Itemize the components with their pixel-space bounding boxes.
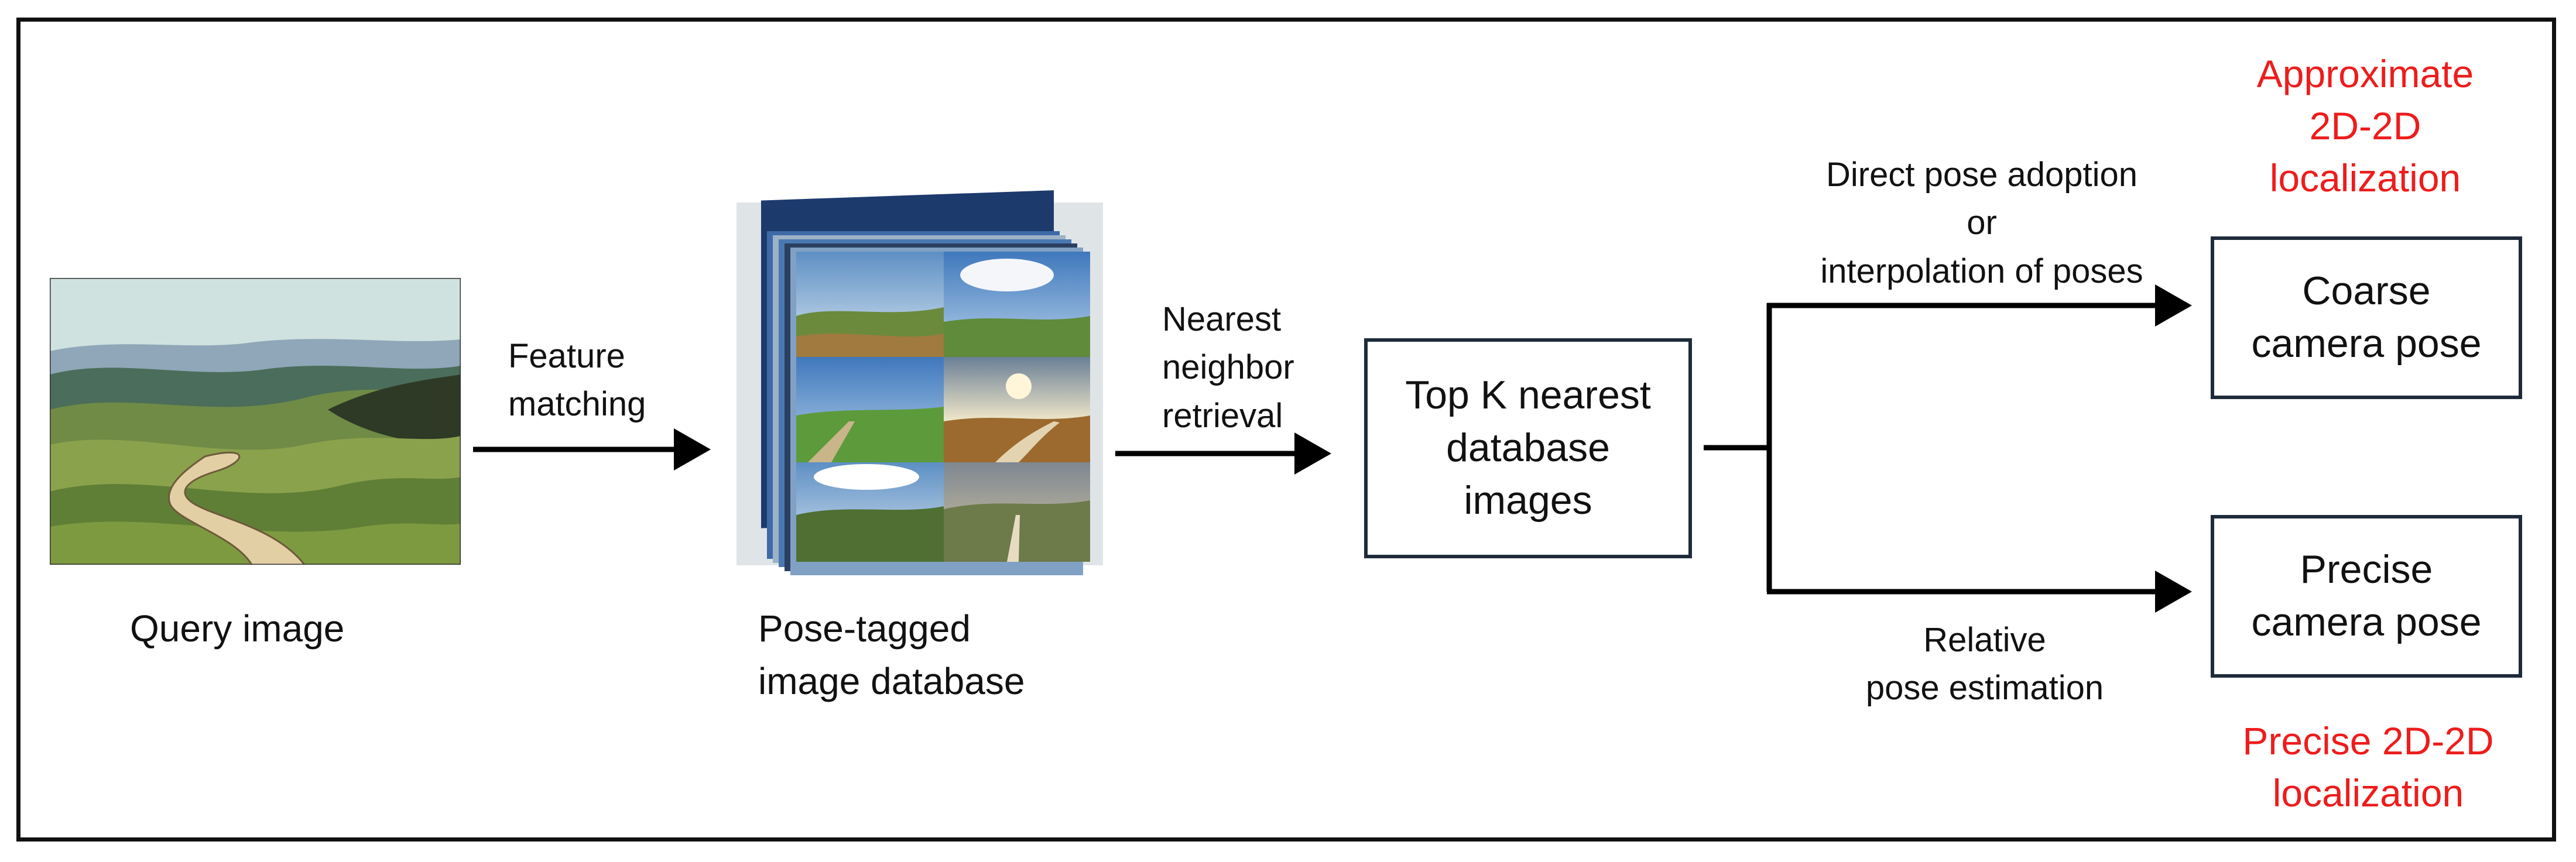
coarse-pose-box: Coarse camera pose	[2211, 236, 2522, 399]
direct-pose-label: Direct pose adoption or interpolation of…	[1820, 156, 2143, 290]
nn-retrieval-label: Nearest neighbor retrieval	[1162, 300, 1294, 435]
connectors	[473, 284, 2192, 613]
relative-pose-label: Relative pose estimation	[1865, 621, 2104, 708]
database-label: Pose-tagged image database	[758, 607, 1025, 702]
approx-localization-label: Approximate 2D-2D localization	[2256, 52, 2474, 200]
query-image	[50, 278, 461, 565]
topk-box: Top K nearest database images	[1364, 338, 1692, 558]
diagram-frame	[16, 18, 2556, 842]
precise-localization-label: Precise 2D-2D localization	[2242, 719, 2494, 815]
query-image-label: Query image	[130, 607, 345, 650]
precise-pose-box: Precise camera pose	[2211, 515, 2522, 678]
feature-matching-label: Feature matching	[508, 337, 646, 424]
image-database-stack	[737, 190, 1103, 575]
